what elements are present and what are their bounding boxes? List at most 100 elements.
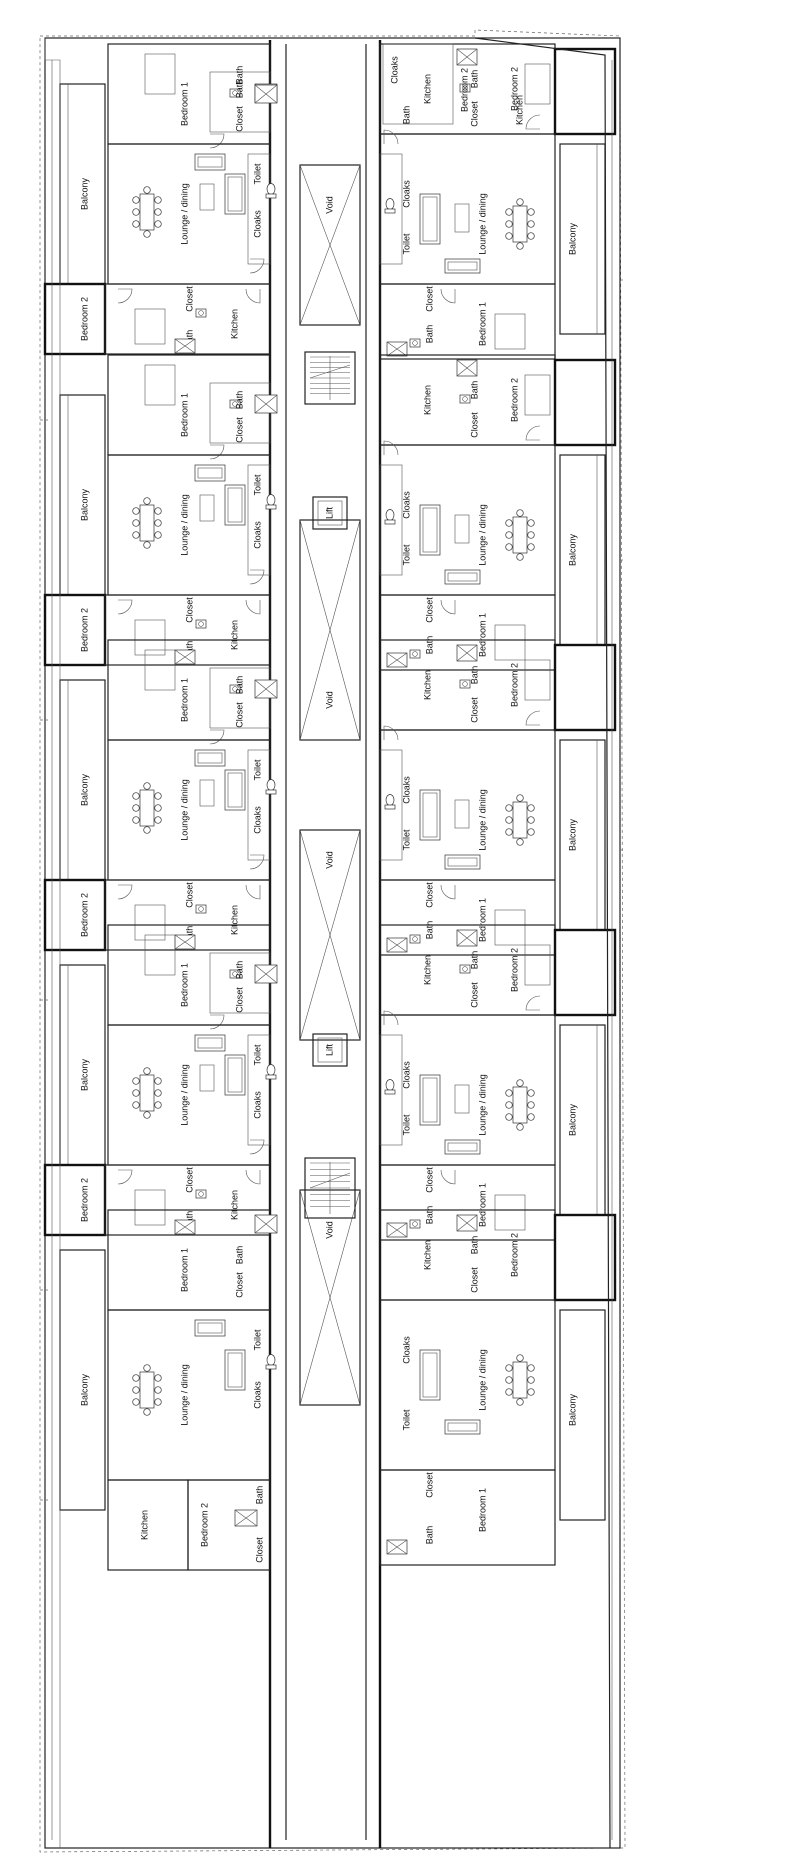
dining-table-icon (505, 794, 535, 846)
closet-label: Closet (424, 286, 434, 312)
bath-label: Bath (234, 676, 244, 695)
door-swing-icon (117, 599, 133, 615)
lift-label: Lift (324, 1044, 334, 1057)
lift-label: Lift (324, 507, 334, 520)
basin-icon (229, 684, 241, 694)
basin-icon (459, 679, 471, 689)
bath-label: Bath (424, 636, 434, 655)
bedroom-2-label: Bedroom 2 (79, 608, 89, 652)
bedroom-1-label: Bedroom 1 (477, 1488, 487, 1532)
closet-label: Closet (184, 286, 194, 312)
dining-table-icon (505, 1354, 535, 1406)
lounge-label: Lounge / dining (179, 494, 189, 556)
sofa-icon (444, 854, 481, 870)
door-swing-icon (249, 1139, 265, 1155)
bedroom-2-wing (43, 1163, 107, 1237)
sofa-icon (224, 484, 246, 526)
lounge-label: Lounge / dining (179, 779, 189, 841)
door-swing-icon (440, 288, 456, 304)
bedroom-2-label: Bedroom 2 (509, 378, 519, 422)
toilet-icon (265, 1064, 277, 1080)
kitchen-label: Kitchen (514, 95, 524, 125)
bathtub-icon (386, 1539, 408, 1555)
void-3 (299, 829, 361, 1041)
balcony-label: Balcony (567, 533, 577, 566)
door-swing-icon (249, 854, 265, 870)
door-swing-icon (245, 599, 261, 615)
bedroom-2-wing (43, 878, 107, 952)
bath-label: Bath (469, 1236, 479, 1255)
sofa-icon (194, 749, 226, 767)
bathtub-icon (174, 338, 196, 354)
toilet-icon (384, 1079, 396, 1095)
balcony-label: Balcony (79, 1058, 89, 1091)
toilet-label: Toilet (252, 1329, 262, 1351)
bathtub-icon (386, 1222, 408, 1238)
bedroom-2-label: Bedroom 2 (199, 1503, 209, 1547)
kitchen-label: Kitchen (229, 620, 239, 650)
balcony-label: Balcony (567, 1393, 577, 1426)
cloaks-label: Cloaks (252, 1381, 262, 1409)
sofa-icon (224, 1054, 246, 1096)
lounge-label: Lounge / dining (179, 1364, 189, 1426)
closet-label: Closet (469, 101, 479, 127)
closet-label: Closet (184, 1167, 194, 1193)
closet-label: Closet (424, 882, 434, 908)
door-swing-icon (209, 133, 225, 149)
sofa-icon (444, 1139, 481, 1155)
sofa-icon (419, 1074, 441, 1126)
void-label: Void (324, 851, 334, 869)
bathtub-icon (254, 679, 278, 699)
basin-icon (409, 649, 421, 659)
bath-label: Bath (469, 951, 479, 970)
balcony (559, 1309, 606, 1521)
stair-icon (304, 351, 356, 405)
bedroom-1-label: Bedroom 1 (179, 1248, 189, 1292)
door-swing-icon (383, 725, 399, 741)
toilet-label: Toilet (252, 1044, 262, 1066)
void-label: Void (324, 691, 334, 709)
toilet-icon (265, 494, 277, 510)
basin-icon (195, 904, 207, 914)
sofa-icon (224, 769, 246, 811)
bathtub-icon (254, 964, 278, 984)
door-swing-icon (440, 884, 456, 900)
sofa-icon (419, 789, 441, 841)
bathtub-icon (174, 1219, 196, 1235)
bath-label: Bath (234, 961, 244, 980)
basin-icon (409, 1219, 421, 1229)
balcony-label: Balcony (567, 818, 577, 851)
lounge-label: Lounge / dining (477, 1074, 487, 1136)
bedroom-1 (379, 594, 556, 671)
door-swing-icon (245, 288, 261, 304)
lounge-label: Lounge / dining (179, 183, 189, 245)
cloaks-label: Cloaks (252, 806, 262, 834)
sofa-icon (419, 1349, 441, 1401)
door-swing-icon (440, 1169, 456, 1185)
lounge-label: Lounge / dining (477, 193, 487, 255)
top-left-corner: Bath (44, 38, 278, 1848)
door-swing-icon (525, 114, 541, 130)
dining-table-icon (132, 1067, 162, 1119)
bedroom-2-label: Bedroom 2 (79, 893, 89, 937)
cloaks-label: Cloaks (252, 1091, 262, 1119)
balcony-label: Balcony (567, 1103, 577, 1136)
door-swing-icon (117, 884, 133, 900)
bedroom-1-label: Bedroom 1 (477, 613, 487, 657)
closet-label: Closet (424, 1167, 434, 1193)
toilet-room (379, 153, 403, 265)
balcony-label: Balcony (79, 488, 89, 521)
door-swing-icon (245, 1169, 261, 1185)
bathtub-icon (386, 652, 408, 668)
closet-label: Closet (469, 697, 479, 723)
bedroom-2-label: Bedroom 2 (509, 1233, 519, 1277)
door-swing-icon (209, 729, 225, 745)
basin-icon (409, 934, 421, 944)
